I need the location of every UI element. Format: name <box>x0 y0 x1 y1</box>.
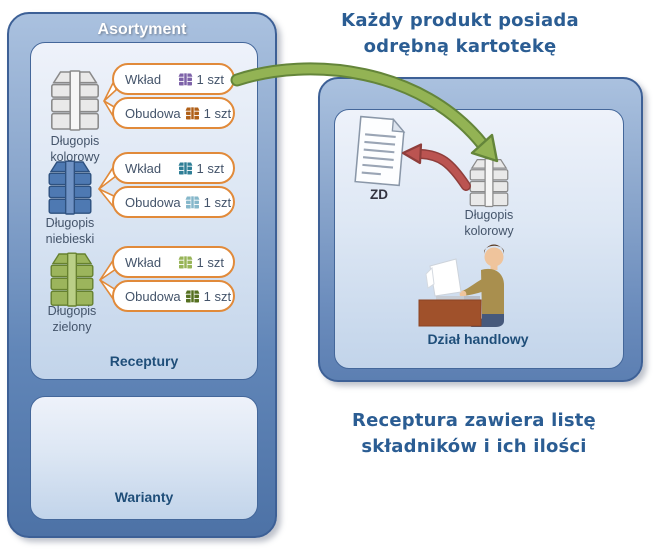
component-qty: 1 szt <box>196 254 224 270</box>
callout-wklad-1: Wkład 1 szt <box>112 63 235 95</box>
component-name: Obudowa <box>125 194 181 210</box>
assortment-panel-title: Asortyment <box>97 21 187 38</box>
callout-obudowa-3: Obudowa 1 szt <box>112 280 235 312</box>
person-at-computer-icon <box>418 244 504 327</box>
variants-box: Warianty <box>30 396 258 520</box>
component-qty: 1 szt <box>203 105 232 121</box>
product-label-niebieski: Długopis niebieski <box>45 216 95 246</box>
callout-obudowa-1: Obudowa 1 szt <box>112 97 235 129</box>
component-name: Obudowa <box>125 105 181 121</box>
zd-document-icon <box>354 115 406 187</box>
product-stack-gray-icon <box>51 70 99 131</box>
component-qty: 1 szt <box>203 194 232 210</box>
component-name: Wkład <box>125 160 162 176</box>
bottom-note-line2: składników i ich ilości <box>361 436 587 458</box>
top-note-line1: Każdy produkt posiada <box>341 10 579 31</box>
product-label-kolorowy: Długopis kolorowy <box>50 134 100 164</box>
component-stack-icon <box>178 161 193 175</box>
component-name: Wkład <box>125 254 162 270</box>
component-qty: 1 szt <box>196 160 224 176</box>
component-name: Obudowa <box>125 288 181 304</box>
callout-wklad-3: Wkład 1 szt <box>112 246 235 278</box>
component-stack-icon <box>178 72 193 86</box>
product-stack-gray-icon-right <box>469 158 509 208</box>
department-label: Dział handlowy <box>427 331 529 347</box>
product-stack-green-icon <box>50 252 94 307</box>
product-label-kolorowy-right: Długopis kolorowy <box>464 208 514 238</box>
product-label-zielony: Długopis zielony <box>47 304 97 334</box>
variants-box-label: Warianty <box>114 489 174 505</box>
top-note: Każdy produkt posiada odrębną kartotekę <box>310 8 610 60</box>
recipes-box-label: Receptury <box>109 353 179 369</box>
component-stack-icon <box>185 106 200 120</box>
component-name: Wkład <box>125 71 162 87</box>
callout-wklad-2: Wkład 1 szt <box>112 152 235 184</box>
product-stack-blue-icon <box>48 160 92 215</box>
zd-document-label: ZD <box>370 187 388 202</box>
component-stack-icon <box>185 195 200 209</box>
bottom-note-line1: Receptura zawiera listę <box>352 410 596 431</box>
component-stack-icon <box>178 255 193 269</box>
top-note-line2: odrębną kartotekę <box>363 36 557 58</box>
bottom-note: Receptura zawiera listę składników i ich… <box>324 408 624 460</box>
component-qty: 1 szt <box>196 71 224 87</box>
component-qty: 1 szt <box>203 288 232 304</box>
callout-obudowa-2: Obudowa 1 szt <box>112 186 235 218</box>
component-stack-icon <box>185 289 200 303</box>
